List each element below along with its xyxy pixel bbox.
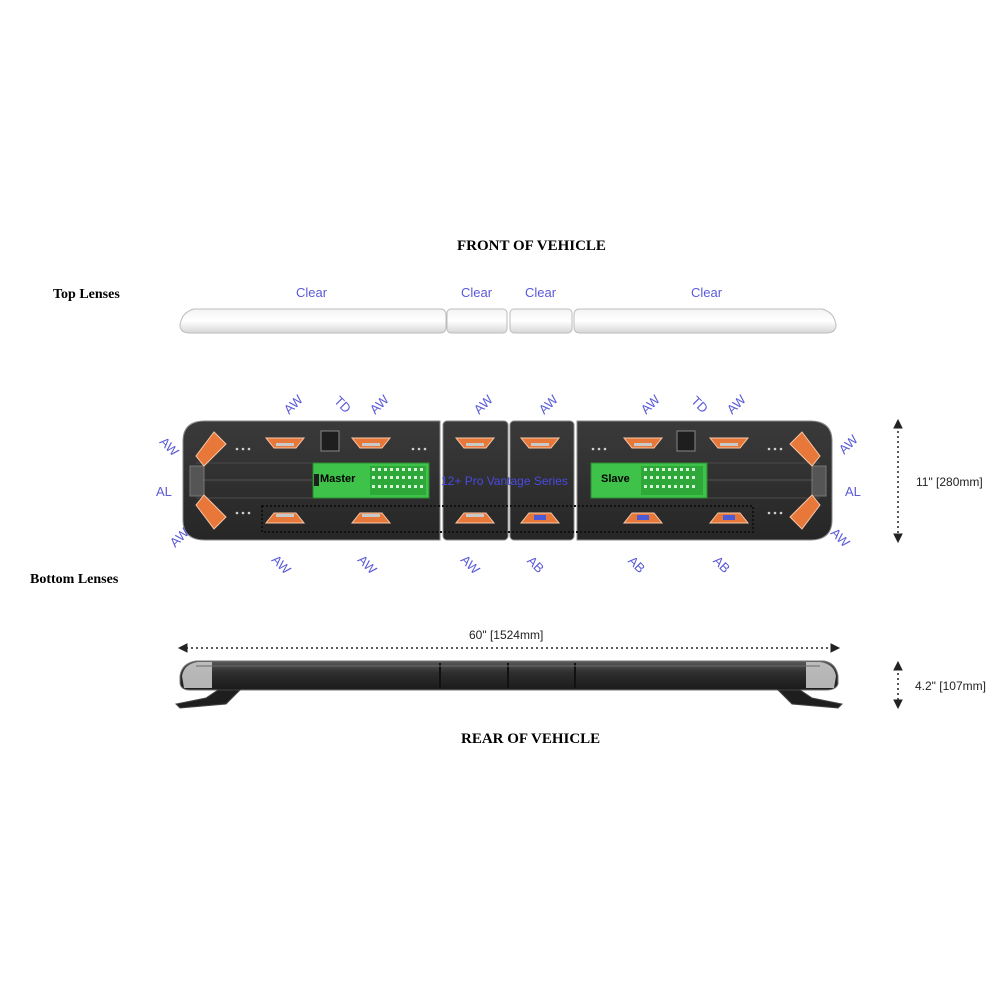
led-module bbox=[789, 494, 821, 530]
top-lens-center-right bbox=[509, 308, 573, 334]
top-lens-center-left bbox=[446, 308, 508, 334]
master-board bbox=[312, 462, 430, 499]
led-module bbox=[789, 431, 821, 467]
top-lens-label: Clear bbox=[525, 285, 557, 300]
bottom-lenses-heading: Bottom Lenses bbox=[30, 572, 119, 587]
top-lens-left bbox=[179, 308, 447, 334]
slave-board bbox=[590, 462, 708, 499]
mount-foot-right bbox=[776, 689, 844, 709]
module-label: AL bbox=[845, 484, 861, 499]
led-modules-bottom bbox=[264, 512, 750, 524]
led-module bbox=[195, 431, 227, 467]
height-dimension-line bbox=[893, 418, 903, 544]
series-label: 12+ Pro Vantage Series bbox=[441, 474, 568, 488]
slave-board-label: Slave bbox=[601, 473, 630, 485]
top-lens-strip bbox=[179, 308, 837, 334]
mount-foot-left bbox=[174, 689, 242, 709]
led-module bbox=[264, 512, 306, 524]
height-dimension-label: 11" [280mm] bbox=[916, 475, 983, 489]
length-dimension-line bbox=[177, 643, 841, 653]
top-lens-label: Clear bbox=[691, 285, 723, 300]
rear-of-vehicle-heading: REAR OF VEHICLE bbox=[461, 731, 601, 747]
top-lenses-heading: Top Lenses bbox=[53, 287, 120, 302]
module-label: AL bbox=[156, 484, 172, 499]
profile-height-dimension-line bbox=[893, 660, 903, 710]
led-module bbox=[454, 512, 496, 524]
profile-height-dimension-label: 4.2" [107mm] bbox=[915, 679, 986, 693]
led-module bbox=[350, 512, 392, 524]
top-lens-label: Clear bbox=[461, 285, 493, 300]
length-dimension-label: 60" [1524mm] bbox=[469, 628, 544, 642]
led-modules-corners bbox=[195, 431, 821, 530]
front-of-vehicle-heading: FRONT OF VEHICLE bbox=[457, 238, 606, 254]
lightbar-profile-view bbox=[174, 660, 844, 709]
bar-section-center-left bbox=[442, 420, 509, 541]
master-board-label: Master bbox=[320, 473, 356, 485]
top-lens-label: Clear bbox=[296, 285, 328, 300]
top-lens-right bbox=[573, 308, 837, 334]
led-module bbox=[195, 494, 227, 530]
bar-section-center-right bbox=[509, 420, 575, 541]
